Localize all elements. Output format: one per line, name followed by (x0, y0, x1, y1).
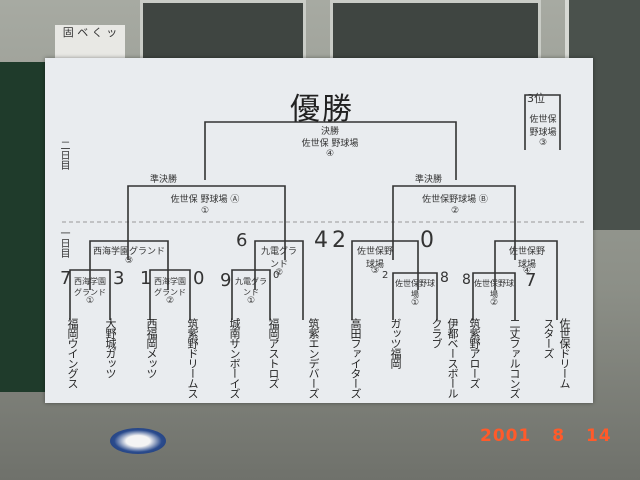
team-name: 筑紫野ドリームス (186, 318, 199, 398)
score: 7 (60, 268, 72, 289)
score: 0 (193, 268, 205, 289)
score: 2 (332, 228, 346, 253)
semi-game: ② (450, 206, 460, 216)
semi-label: 準決勝 (150, 175, 178, 185)
team-name: 筑紫野アローズ (468, 318, 481, 388)
team-name: 大野城ガッツ (104, 318, 117, 378)
bowl (110, 428, 166, 454)
wall-sign: 固 ベ く ッ (55, 25, 125, 63)
poster-title: 優勝 (290, 92, 354, 127)
round1-venue: 西海学園グランド (154, 277, 186, 297)
third-place-label: 3位 (527, 92, 545, 105)
day-one-label: 一日目 (58, 228, 69, 258)
team-name: 福岡ウイングス (66, 318, 79, 388)
bracket-poster (45, 58, 593, 403)
score: 0 (420, 228, 434, 253)
date-stamp: 2001 8 14 (480, 426, 612, 446)
round1-venue: 西海学園グランド (74, 277, 106, 297)
team-name: 城南サンボーイズ (228, 318, 241, 398)
round1-game: ① (410, 298, 420, 308)
round1-venue: 九電グランド (235, 277, 267, 297)
score: 8 (440, 270, 449, 286)
team-name: 伊都ベースボールクラブ (430, 318, 459, 398)
semi-venue: 佐世保 野球場 Ⓐ (170, 195, 240, 205)
round2-venue: 佐世保野球場 (356, 247, 393, 270)
round2-game: ② (274, 268, 284, 278)
third-place-venue: 佐世保野球場 ③ (529, 115, 557, 148)
semi-venue: 佐世保野球場 Ⓑ (422, 195, 488, 205)
team-name: 筑紫エンデバーズ (307, 318, 320, 398)
day-two-label: 二日目 (58, 140, 69, 170)
score: 9 (220, 270, 232, 291)
round2-venue: 九電グランド (260, 247, 297, 270)
round1-game: ② (489, 298, 499, 308)
team-name: 高田ファイターズ (349, 318, 362, 398)
score: 7 (525, 270, 537, 291)
team-name: ガッツ福岡 (389, 318, 402, 368)
final-game: ④ (325, 149, 335, 159)
final-label: 決勝 (320, 127, 339, 137)
round1-game: ② (165, 296, 175, 306)
round1-game: ① (85, 296, 95, 306)
score: 0 (273, 270, 280, 281)
team-name: 佐世保ドリームスターズ (542, 318, 571, 388)
semi-game: ① (200, 206, 210, 216)
semi-label: 準決勝 (415, 175, 443, 185)
score: 4 (314, 228, 328, 253)
score: 1 (140, 268, 152, 289)
round2-game: ③ (124, 256, 134, 266)
team-name: 西福岡メッツ (145, 318, 158, 378)
round2-game: ④ (522, 266, 532, 276)
score: 2 (382, 270, 389, 281)
final-venue: 佐世保 野球場 (301, 139, 359, 149)
round1-game: ① (246, 296, 256, 306)
round2-game: ③ (370, 266, 380, 276)
team-name: 二丈ファルコンズ (508, 318, 521, 398)
window (140, 0, 306, 66)
team-name: 福岡アストロズ (267, 318, 280, 388)
round2-venue: 佐世保野球場 (508, 247, 545, 270)
score: 3 (113, 268, 125, 289)
round2-venue: 西海学園グランド (92, 247, 165, 257)
score: 8 (462, 272, 471, 288)
score: 6 (236, 230, 248, 251)
round1-venue: 佐世保野球場 (474, 279, 514, 299)
round1-venue: 佐世保野球場 (395, 279, 435, 299)
